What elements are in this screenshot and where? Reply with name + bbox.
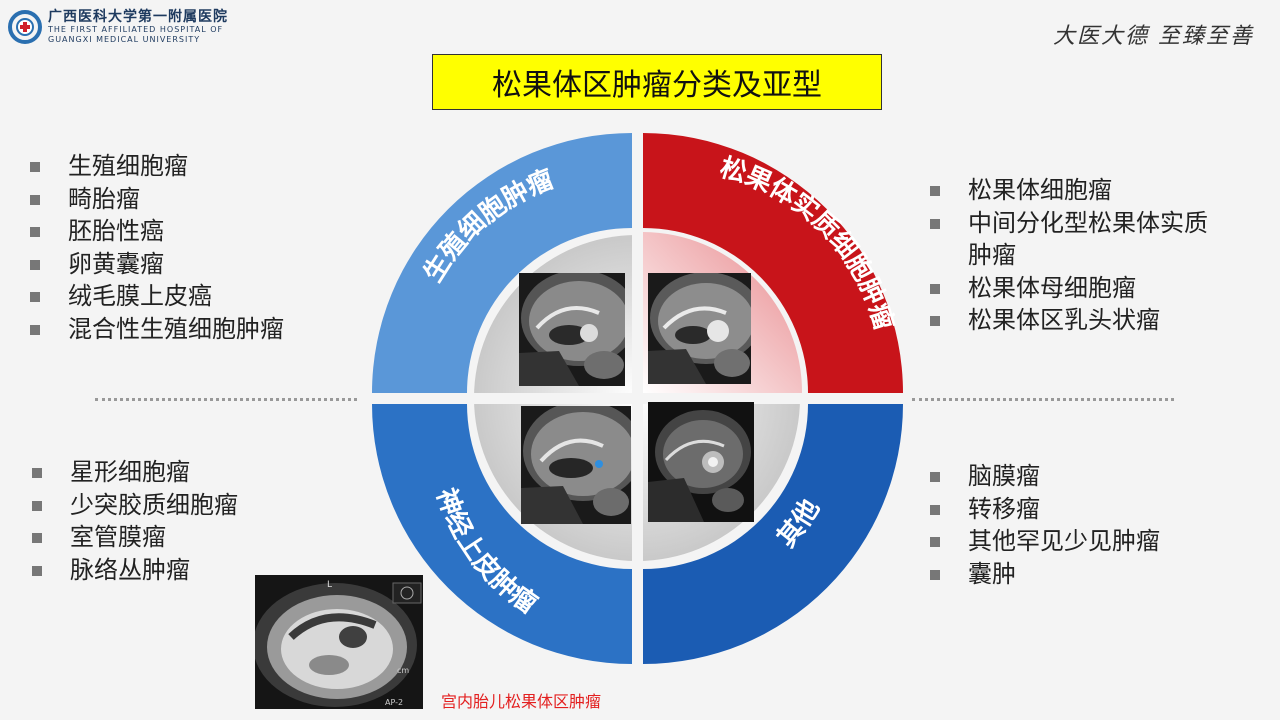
square-bullet-icon <box>32 565 42 576</box>
list-item: 松果体区乳头状瘤 <box>930 304 1208 337</box>
fetal-mark-cm: cm <box>397 666 409 675</box>
list-item-text: 生殖细胞瘤 <box>68 152 188 180</box>
quadrant-bottom-right <box>643 404 903 664</box>
list-item: 绒毛膜上皮癌 <box>30 280 284 313</box>
list-item: 畸胎瘤 <box>30 183 284 216</box>
list-item-text: 松果体细胞瘤 <box>968 176 1112 204</box>
square-bullet-icon <box>930 186 940 196</box>
mri-scan-neuroepithelial <box>521 406 631 524</box>
list-item: 胚胎性癌 <box>30 215 284 248</box>
neuroepithelial-subtypes-list: 星形细胞瘤少突胶质细胞瘤室管膜瘤脉络丛肿瘤 <box>32 456 238 586</box>
list-item: 转移瘤 <box>930 493 1160 526</box>
square-bullet-icon <box>30 259 40 270</box>
square-bullet-icon <box>930 504 940 515</box>
list-item-text: 脑膜瘤 <box>968 462 1040 490</box>
square-bullet-icon <box>30 162 40 172</box>
dotted-divider-left <box>95 398 357 401</box>
list-item: 少突胶质细胞瘤 <box>32 489 238 522</box>
list-item-text: 少突胶质细胞瘤 <box>70 490 238 519</box>
list-item-text: 松果体区乳头状瘤 <box>968 306 1160 334</box>
square-bullet-icon <box>930 569 940 580</box>
square-bullet-icon <box>930 316 940 326</box>
hospital-logo: 广西医科大学第一附属医院 THE FIRST AFFILIATED HOSPIT… <box>8 10 228 44</box>
inner-horizontal-gap <box>467 393 808 404</box>
list-item: 混合性生殖细胞肿瘤 <box>30 313 284 346</box>
hospital-name-cn: 广西医科大学第一附属医院 <box>48 9 228 25</box>
hospital-name-en: THE FIRST AFFILIATED HOSPITAL OF <box>48 25 224 34</box>
slide-title: 松果体区肿瘤分类及亚型 <box>432 54 882 110</box>
list-item-text: 转移瘤 <box>968 494 1040 523</box>
square-bullet-icon <box>30 227 40 237</box>
fetal-mark-ap: AP-2 <box>385 698 403 707</box>
list-item-text: 囊肿 <box>968 559 1016 588</box>
list-item-text: 混合性生殖细胞肿瘤 <box>68 314 284 343</box>
list-item: 卵黄囊瘤 <box>30 248 284 281</box>
square-bullet-icon <box>32 533 42 543</box>
list-item: 星形细胞瘤 <box>32 456 238 489</box>
square-bullet-icon <box>32 468 42 478</box>
square-bullet-icon <box>32 500 42 511</box>
germ-cell-subtypes-list: 生殖细胞瘤畸胎瘤胚胎性癌卵黄囊瘤绒毛膜上皮癌混合性生殖细胞肿瘤 <box>30 150 284 345</box>
square-bullet-icon <box>930 218 940 229</box>
list-item-text: 星形细胞瘤 <box>70 458 190 486</box>
hospital-name-en-2: GUANGXI MEDICAL UNIVERSITY <box>48 35 201 44</box>
list-item-text: 松果体母细胞瘤 <box>968 273 1136 302</box>
square-bullet-icon <box>930 472 940 482</box>
list-item-text: 其他罕见少见肿瘤 <box>968 527 1160 555</box>
list-item: 脑膜瘤 <box>930 460 1160 493</box>
fetal-image-caption: 宫内胎儿松果体区肿瘤 <box>441 692 602 711</box>
list-item: 囊肿 <box>930 558 1160 591</box>
hospital-emblem-icon <box>8 10 42 44</box>
list-item: 脉络丛肿瘤 <box>32 554 238 587</box>
list-item-text: 胚胎性癌 <box>68 217 164 245</box>
list-item: 其他罕见少见肿瘤 <box>930 525 1160 558</box>
square-bullet-icon <box>930 283 940 294</box>
list-item-text: 卵黄囊瘤 <box>68 249 164 278</box>
other-subtypes-list: 脑膜瘤转移瘤其他罕见少见肿瘤囊肿 <box>930 460 1160 590</box>
quadrant-bottom-left <box>372 404 632 664</box>
list-item-text: 绒毛膜上皮癌 <box>68 282 212 310</box>
fetal-mark-l: L <box>327 580 332 590</box>
list-item-text: 室管膜瘤 <box>70 523 166 551</box>
list-item-text: 脉络丛肿瘤 <box>70 555 190 584</box>
square-bullet-icon <box>30 292 40 302</box>
mri-scan-pineal-parenchymal <box>648 273 751 384</box>
pineal-parenchymal-subtypes-list: 松果体细胞瘤中间分化型松果体实质肿瘤松果体母细胞瘤松果体区乳头状瘤 <box>930 174 1208 337</box>
list-item: 中间分化型松果体实质肿瘤 <box>930 207 1208 272</box>
hospital-motto: 大医大德 至臻至善 <box>1053 24 1254 49</box>
fetal-mri-image: L cm AP-2 <box>255 575 423 709</box>
list-item: 室管膜瘤 <box>32 521 238 554</box>
list-item: 松果体细胞瘤 <box>930 174 1208 207</box>
list-item: 生殖细胞瘤 <box>30 150 284 183</box>
quadrant-top-left <box>372 133 632 393</box>
mri-scan-germ-cell <box>519 273 625 386</box>
square-bullet-icon <box>30 324 40 335</box>
list-item: 松果体母细胞瘤 <box>930 272 1208 305</box>
dotted-divider-right <box>912 398 1174 401</box>
list-item-text: 中间分化型松果体实质肿瘤 <box>968 208 1208 270</box>
square-bullet-icon <box>30 194 40 205</box>
mri-scan-other <box>648 402 754 522</box>
list-item-text: 畸胎瘤 <box>68 184 140 213</box>
square-bullet-icon <box>930 537 940 547</box>
quadrant-top-right <box>643 133 903 393</box>
